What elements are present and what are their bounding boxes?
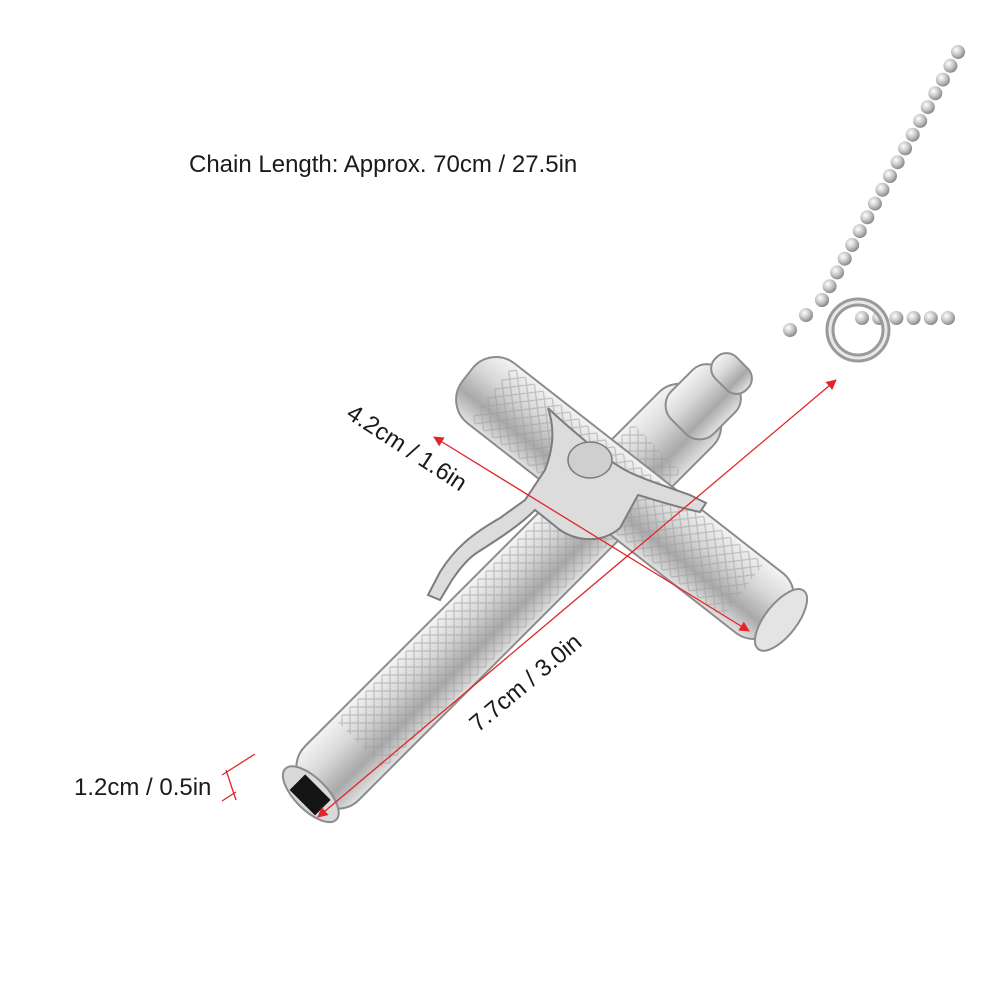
chain-bead (815, 293, 829, 307)
chain-bead (875, 182, 890, 197)
tube-opening-label: 1.2cm / 0.5in (74, 774, 211, 801)
chain-bead (883, 169, 897, 183)
chain-bead (837, 251, 852, 266)
jump-ring-icon (825, 297, 891, 363)
chain-bead (845, 237, 860, 252)
chain-bead (898, 141, 913, 156)
chain-bead (852, 224, 867, 239)
tube-opening-line-c (225, 769, 237, 801)
chain-bead (830, 265, 845, 280)
chain-bead (890, 155, 905, 170)
chain-bead (867, 196, 882, 211)
chain-bead (783, 323, 797, 337)
chain-bead (935, 72, 950, 87)
chain-bead (889, 311, 904, 325)
chain-bead (906, 311, 921, 325)
chain-bead (928, 86, 943, 101)
chain-bead (920, 100, 935, 115)
measure-lines (221, 379, 837, 818)
chain-bead (941, 311, 955, 325)
chain-bead (860, 210, 875, 225)
ball-chain-icon (783, 45, 965, 337)
cross-length-line (317, 379, 837, 818)
chain-bead (905, 127, 920, 142)
chain-length-caption: Chain Length: Approx. 70cm / 27.5in (189, 151, 577, 178)
chain-bead (855, 311, 869, 325)
chain-bead (799, 308, 813, 322)
tube-opening-line-a (221, 753, 256, 776)
chain-bead (951, 45, 965, 59)
chain-bead (822, 279, 837, 294)
chain-bead (943, 58, 958, 73)
chain-bead (913, 113, 928, 128)
chain-bead (923, 311, 938, 325)
